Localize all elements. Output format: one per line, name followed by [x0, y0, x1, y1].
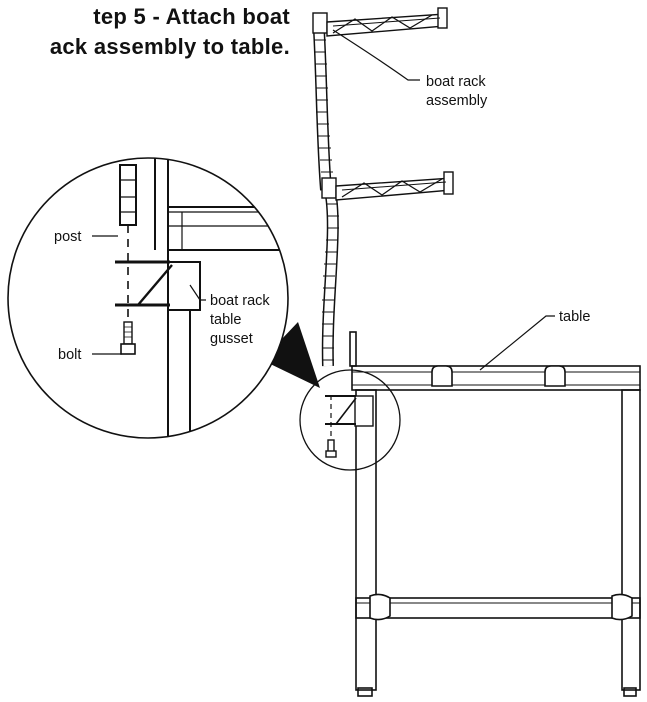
bolt-small: [327, 439, 335, 453]
table-back-post: [349, 331, 357, 367]
table-bracket-right: [544, 365, 566, 387]
leader-boat-rack-assembly: [332, 29, 420, 81]
label-gusset-line-2: table: [210, 312, 241, 328]
leader-table: [479, 315, 555, 371]
label-boat-rack-assembly-line-1: boat rack: [426, 74, 486, 90]
step-title: tep 5 - Attach boat ack assembly to tabl…: [0, 2, 290, 62]
step-title-line-2: ack assembly to table.: [49, 34, 290, 59]
detail-callout-circle: [299, 369, 401, 471]
callout-pointer: [262, 322, 320, 388]
table: [349, 331, 641, 697]
label-post: post: [54, 229, 81, 245]
label-boat-rack-assembly-line-2: assembly: [426, 93, 488, 109]
post-large: [119, 164, 137, 226]
rack-arm-lower: [321, 171, 454, 201]
table-foot-right: [623, 687, 637, 697]
step-title-line-1: tep 5 - Attach boat: [93, 4, 290, 29]
leader-gusset: [189, 284, 206, 301]
table-bracket-left: [431, 365, 453, 387]
rack-arm-upper: [326, 7, 448, 37]
table-clamp-left: [369, 593, 391, 621]
boat-rack-assembly: [312, 7, 454, 458]
table-leg-left: [355, 389, 377, 691]
rack-post-segments: [314, 39, 339, 361]
label-bolt: bolt: [58, 347, 81, 363]
zoom-detail: [7, 157, 289, 439]
table-foot-left: [357, 687, 373, 697]
bolt-large: [123, 321, 133, 345]
table-cross-bar: [355, 597, 641, 619]
leader-lines: [92, 29, 555, 371]
table-top-rail: [351, 365, 641, 391]
rack-post-cap: [312, 12, 328, 34]
label-gusset-line-1: boat rack: [210, 293, 270, 309]
gusset-small: [325, 395, 374, 427]
gusset-large: [167, 261, 201, 311]
label-table: table: [559, 309, 590, 325]
table-leg-right: [621, 389, 641, 691]
table-clamp-right: [611, 593, 633, 621]
label-gusset-line-3: gusset: [210, 331, 253, 347]
